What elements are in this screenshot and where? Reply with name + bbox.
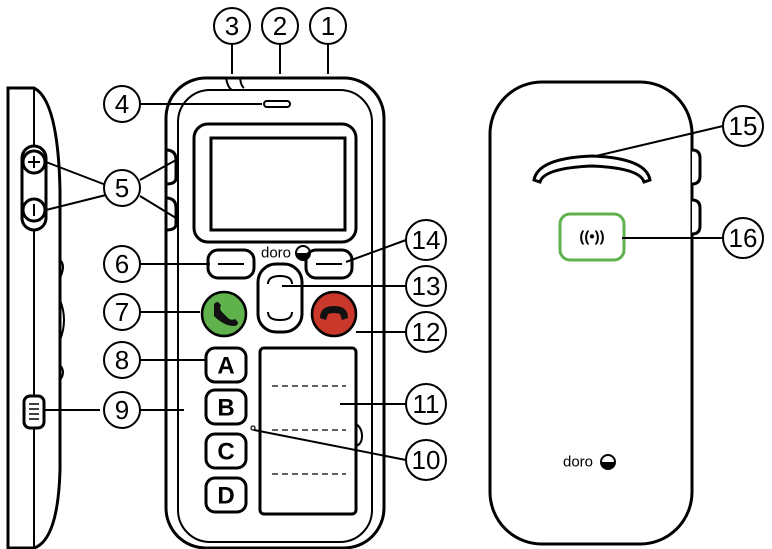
doro-logo-icon	[295, 245, 311, 261]
callout-4: 4	[103, 85, 141, 123]
display	[209, 136, 347, 232]
earpiece	[263, 100, 291, 108]
svg-text:3: 3	[225, 11, 239, 41]
doro-logo-icon	[600, 454, 616, 470]
svg-text:B: B	[217, 395, 234, 422]
svg-text:12: 12	[412, 317, 441, 347]
svg-text:4: 4	[115, 89, 129, 119]
svg-text:C: C	[217, 439, 234, 466]
loudspeaker	[532, 154, 652, 184]
svg-text:6: 6	[115, 249, 129, 279]
callout-6: 6	[103, 245, 141, 283]
menu-lines-icon	[29, 403, 39, 420]
callout-14: 14	[405, 219, 447, 261]
microphone	[250, 425, 256, 431]
callout-3: 3	[213, 7, 251, 45]
vibrate-symbol: ((•))	[579, 229, 604, 246]
callout-15: 15	[722, 105, 764, 147]
svg-text:13: 13	[412, 271, 441, 301]
callout-16: 16	[722, 217, 764, 259]
svg-text:1: 1	[321, 11, 335, 41]
side-menu-key[interactable]	[22, 394, 46, 430]
callout-2: 2	[261, 7, 299, 45]
svg-text:5: 5	[115, 173, 129, 203]
callout-8: 8	[103, 341, 141, 379]
svg-text:D: D	[217, 483, 234, 510]
memory-key-a[interactable]: A	[204, 346, 248, 384]
brand-back: doro	[563, 454, 593, 471]
navigation-key[interactable]	[256, 262, 304, 334]
svg-text:9: 9	[115, 395, 129, 425]
callout-12: 12	[405, 311, 447, 353]
phone-front-view: doro A B C	[164, 76, 386, 549]
call-button[interactable]	[200, 290, 248, 338]
phone-back-view: ((•)) doro	[488, 80, 702, 546]
svg-text:10: 10	[412, 445, 441, 475]
vibrate-alert-button[interactable]: ((•))	[558, 212, 626, 262]
memory-key-b[interactable]: B	[204, 388, 248, 426]
memory-key-d[interactable]: D	[204, 476, 248, 514]
callout-1: 1	[309, 7, 347, 45]
callout-5: 5	[103, 169, 141, 207]
callout-10: 10	[405, 439, 447, 481]
svg-text:2: 2	[273, 11, 287, 41]
svg-text:14: 14	[412, 225, 441, 255]
svg-text:15: 15	[729, 111, 758, 141]
memory-key-c[interactable]: C	[204, 432, 248, 470]
callout-13: 13	[405, 265, 447, 307]
end-call-button[interactable]	[310, 290, 358, 338]
end-call-icon	[320, 306, 348, 320]
plus-icon	[21, 149, 47, 175]
leader-lines	[44, 44, 724, 461]
callout-11: 11	[405, 383, 447, 425]
brand-front: doro	[261, 245, 291, 262]
minus-icon	[21, 197, 47, 223]
call-icon	[214, 302, 238, 326]
svg-text:11: 11	[413, 389, 440, 419]
callout-9: 9	[103, 391, 141, 429]
name-label-card	[258, 346, 364, 516]
svg-text:A: A	[217, 353, 234, 380]
svg-text:7: 7	[115, 297, 129, 327]
callout-7: 7	[103, 293, 141, 331]
svg-text:16: 16	[729, 223, 758, 253]
phone-side-view	[6, 86, 65, 549]
svg-text:8: 8	[115, 345, 129, 375]
